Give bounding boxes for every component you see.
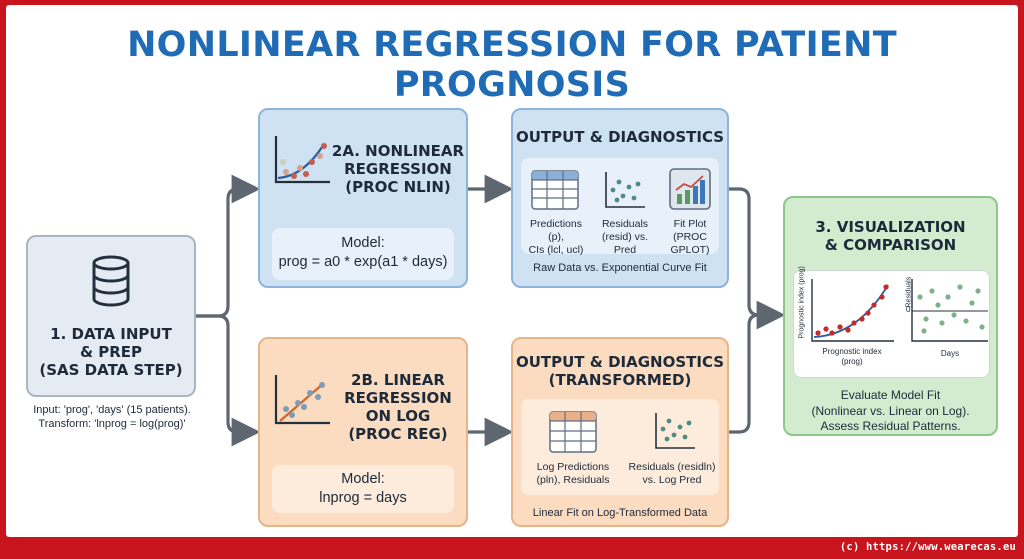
reg-heading-line: REGRESSION <box>344 389 452 407</box>
footer-bar: (c) https://www.wearecas.eu <box>0 537 1024 559</box>
plot1-xlabel-line: Prognostic index <box>822 347 882 356</box>
output2-item: Residuals (residln) vs. Log Pred <box>623 461 721 487</box>
residual-scatter-icon <box>605 172 645 208</box>
data-input-box: 1. DATA INPUT & PREP (SAS DATA STEP) <box>26 235 196 397</box>
scatter-curve-icon <box>274 136 330 184</box>
bar-chart-icon <box>669 168 711 210</box>
output1-item-line: (resid) vs. Pred <box>601 231 649 257</box>
output1-item-line: Predictions (p), <box>530 218 582 244</box>
copyright-link[interactable]: (c) https://www.wearecas.eu <box>839 541 1016 553</box>
vis-summary-line: Evaluate Model Fit <box>840 388 941 402</box>
table-icon <box>531 170 579 210</box>
nlin-heading-line: 2A. NONLINEAR <box>331 142 465 160</box>
output2-items-panel: Log Predictions (pln), Residuals Residua… <box>521 399 719 495</box>
plot2-zero-label: 0 <box>906 305 911 314</box>
flow-arrows <box>196 174 786 447</box>
visualization-box: 3. VISUALIZATION & COMPARISON Prognostic <box>783 196 998 436</box>
reg-heading-line: (PROC REG) <box>348 425 448 443</box>
output1-item-line: CIs (lcl, ucl) <box>528 244 584 257</box>
scatter-line-icon <box>274 375 330 425</box>
table-icon <box>549 411 597 453</box>
arrow-input-to-reg <box>196 314 261 447</box>
output2-item-line: vs. Log Pred <box>642 474 702 487</box>
input-heading-line: & PREP <box>79 343 143 361</box>
vis-summary-line: (Nonlinear vs. Linear on Log). <box>811 403 970 418</box>
nlin-heading-line: (PROC NLIN) <box>345 178 451 196</box>
vis-summary-line: Assess Residual Patterns. <box>820 419 961 434</box>
output-transformed-box: OUTPUT & DIAGNOSTICS (TRANSFORMED) Log P… <box>511 337 729 527</box>
arrow-output1-to-vis <box>729 187 786 330</box>
nonlinear-regression-box: 2A. NONLINEAR REGRESSION (PROC NLIN) Mod… <box>258 108 468 288</box>
output2-heading-line: OUTPUT & DIAGNOSTICS <box>515 353 725 371</box>
output1-items-panel: Predictions (p), CIs (lcl, ucl) Residual… <box>521 158 719 257</box>
output2-item-line: Log Predictions <box>536 461 610 473</box>
plot2-ylabel: Residuals <box>905 276 913 308</box>
output1-caption: Raw Data vs. Exponential Curve Fit <box>533 262 707 274</box>
input-note: Input: 'prog', 'days' (15 patients). Tra… <box>12 404 212 432</box>
output1-item: Fit Plot (PROC GPLOT) <box>657 218 723 257</box>
output2-item-line: (pln), Residuals <box>536 474 610 487</box>
vis-summary: Evaluate Model Fit (Nonlinear vs. Linear… <box>785 388 996 435</box>
residual-scatter-icon <box>655 413 695 449</box>
output1-item: Predictions (p), CIs (lcl, ucl) <box>521 218 591 257</box>
reg-heading-line: 2B. LINEAR <box>351 371 445 389</box>
output-diagnostics-box: OUTPUT & DIAGNOSTICS <box>511 108 729 288</box>
nlin-model-label: Model: <box>341 235 385 251</box>
output2-item-line: Residuals (residln) <box>628 461 716 473</box>
vis-heading-line: 3. VISUALIZATION <box>815 218 966 236</box>
output1-item-line: Residuals <box>601 218 649 230</box>
output1-heading: OUTPUT & DIAGNOSTICS <box>515 128 725 146</box>
plot1-xlabel: Prognostic index (prog) <box>802 347 902 366</box>
fit-plot-icon <box>811 279 894 342</box>
output2-heading-line: (TRANSFORMED) <box>548 371 692 389</box>
database-icon <box>92 255 130 307</box>
plot1-xlabel-line: (prog) <box>841 356 863 366</box>
input-heading-line: 1. DATA INPUT <box>50 325 172 343</box>
plot2-xlabel: Days <box>940 349 960 358</box>
residual-plot-icon <box>911 279 988 342</box>
diagram-canvas: NONLINEAR REGRESSION FOR PATIENT PROGNOS… <box>6 5 1018 537</box>
reg-model-formula: lnprog = days <box>319 489 407 506</box>
input-note-line: Input: 'prog', 'days' (15 patients). <box>33 404 191 416</box>
vis-heading-line: & COMPARISON <box>824 236 957 254</box>
arrow-output2-to-vis <box>729 313 779 434</box>
plot1-ylabel: Prognostic index (prog) <box>798 266 806 339</box>
comparison-plots-panel: Prognostic index (prog) Prognostic index… <box>793 266 990 378</box>
linear-regression-box: 2B. LINEAR REGRESSION ON LOG (PROC REG) … <box>258 337 468 527</box>
reg-heading-line: ON LOG <box>365 407 431 425</box>
output2-caption: Linear Fit on Log-Transformed Data <box>532 507 708 519</box>
reg-model-label: Model: <box>341 471 385 487</box>
input-heading-line: (SAS DATA STEP) <box>39 361 183 379</box>
nlin-heading-line: REGRESSION <box>344 160 452 178</box>
reg-model-panel: Model: lnprog = days <box>272 465 454 513</box>
page-title: NONLINEAR REGRESSION FOR PATIENT PROGNOS… <box>127 25 897 105</box>
output1-item-line: Fit Plot <box>673 218 707 230</box>
output1-item: Residuals (resid) vs. Pred <box>591 218 659 257</box>
output2-item: Log Predictions (pln), Residuals <box>521 461 625 487</box>
input-note-line: Transform: 'lnprog = log(prog)' <box>38 417 186 430</box>
arrow-input-to-nlin <box>196 174 261 318</box>
output1-item-line: (PROC GPLOT) <box>670 231 710 257</box>
nlin-model-formula: prog = a0 * exp(a1 * days) <box>278 253 448 270</box>
nlin-model-panel: Model: prog = a0 * exp(a1 * days) <box>272 228 454 280</box>
